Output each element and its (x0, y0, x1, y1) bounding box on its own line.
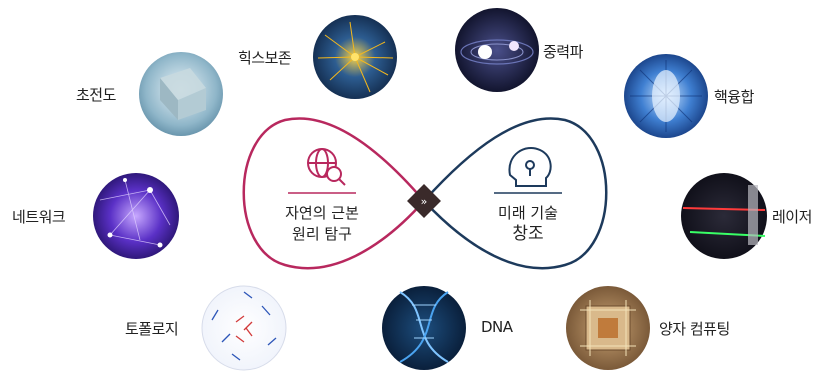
higgs-image (313, 15, 397, 99)
quantum-computing-image (566, 286, 650, 370)
topology-image (201, 285, 287, 371)
topic-label: 중력파 (543, 43, 583, 61)
right-center-text: 미래 기술 창조 (476, 203, 580, 245)
left-loop (242, 117, 425, 270)
left-title-line2: 원리 탐구 (292, 225, 352, 243)
topic-dna: DNA (481, 318, 513, 336)
center-diamond: » (407, 184, 441, 218)
globe-search-icon (307, 148, 346, 186)
left-center-text: 자연의 근본 원리 탐구 (270, 203, 374, 245)
right-title-line2: 창조 (512, 224, 544, 244)
fusion-image (624, 54, 708, 138)
topic-topology: 토폴로지 (125, 318, 179, 339)
topic-label: DNA (481, 318, 513, 336)
topic-label: 양자 컴퓨팅 (659, 320, 730, 338)
right-title-line1: 미래 기술 (498, 204, 558, 222)
topic-fusion: 핵융합 (714, 86, 754, 107)
svg-text:»: » (421, 195, 428, 208)
topic-label: 핵융합 (714, 88, 754, 106)
ai-head-icon (508, 147, 552, 187)
topic-quantum-computing: 양자 컴퓨팅 (659, 318, 730, 339)
topic-higgs: 힉스보존 (238, 47, 292, 68)
topic-label: 힉스보존 (238, 49, 292, 67)
topic-network: 네트워크 (12, 206, 66, 227)
superconductor-image (139, 52, 223, 136)
left-title-line1: 자연의 근본 (285, 204, 359, 222)
dna-image (382, 286, 466, 370)
topic-label: 초전도 (76, 86, 116, 104)
network-image (93, 173, 179, 259)
topic-superconductor: 초전도 (76, 84, 116, 105)
right-loop (423, 117, 608, 270)
topic-label: 네트워크 (12, 208, 66, 226)
laser-image (681, 173, 767, 259)
topic-label: 레이저 (772, 208, 812, 226)
gravitational-wave-image (455, 8, 539, 92)
topic-label: 토폴로지 (125, 320, 179, 338)
topic-gravitational-wave: 중력파 (543, 41, 583, 62)
topic-laser: 레이저 (772, 206, 812, 227)
